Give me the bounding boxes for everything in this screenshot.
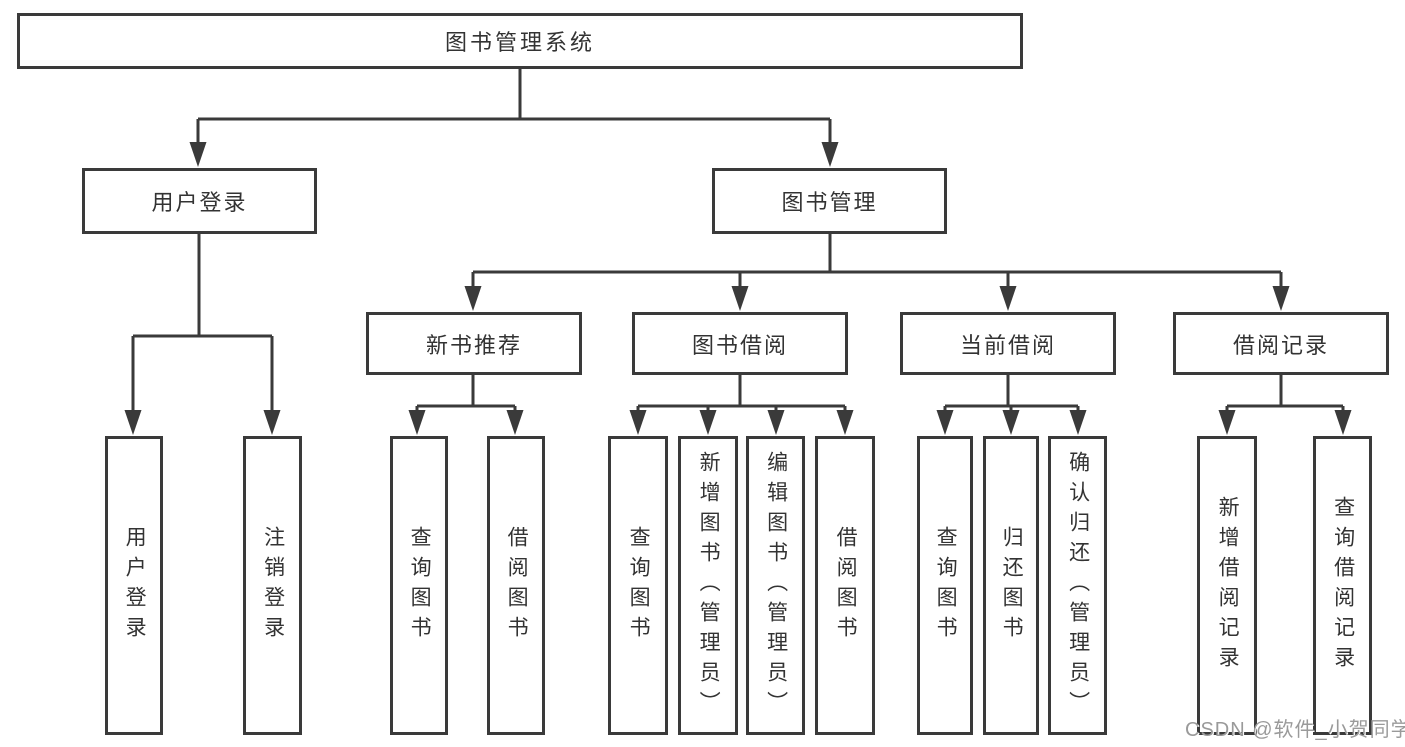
csdn-watermark: CSDN @软件_小贺同学: [1185, 719, 1405, 741]
node-label: 新增借阅记录: [1216, 495, 1240, 676]
leaf-query-books-current: 查询图书: [917, 436, 973, 735]
node-label: 新书推荐: [425, 332, 522, 358]
node-label: 当前借阅: [959, 332, 1056, 358]
node-label: 用户登录: [151, 190, 248, 215]
leaf-borrow-books: 借阅图书: [815, 436, 875, 735]
node-label: 图书借阅: [691, 332, 788, 358]
leaf-borrow-books-recommend: 借阅图书: [487, 436, 545, 735]
node-label: 借阅图书: [834, 525, 858, 646]
node-label: 编辑图书（管理员）: [764, 450, 788, 721]
node-borrowing-records: 借阅记录: [1173, 312, 1389, 375]
node-label: 确认归还（管理员）: [1066, 450, 1090, 721]
node-book-management: 图书管理: [712, 168, 947, 234]
node-book-borrowing: 图书借阅: [632, 312, 848, 375]
node-label: 图书管理: [781, 190, 878, 215]
leaf-user-login: 用户登录: [105, 436, 163, 735]
node-new-book-recommend: 新书推荐: [366, 312, 582, 375]
node-label: 查询借阅记录: [1331, 495, 1355, 676]
leaf-logout: 注销登录: [243, 436, 302, 735]
node-label: 归还图书: [1000, 525, 1024, 646]
node-label: 图书管理系统: [444, 30, 595, 55]
node-label: 用户登录: [123, 525, 147, 646]
node-label: 借阅记录: [1232, 332, 1329, 358]
leaf-query-books-recommend: 查询图书: [390, 436, 448, 735]
leaf-add-books-admin: 新增图书（管理员）: [678, 436, 738, 735]
node-current-borrowing: 当前借阅: [900, 312, 1116, 375]
leaf-query-books-borrowing: 查询图书: [608, 436, 668, 735]
leaf-edit-books-admin: 编辑图书（管理员）: [746, 436, 805, 735]
leaf-return-books: 归还图书: [983, 436, 1039, 735]
node-label: 查询图书: [627, 525, 651, 646]
node-library-management-system: 图书管理系统: [17, 13, 1023, 69]
node-label: 注销登录: [261, 525, 285, 646]
leaf-query-borrow-record: 查询借阅记录: [1313, 436, 1372, 735]
node-label: 查询图书: [934, 525, 958, 646]
node-label: 借阅图书: [505, 525, 529, 646]
leaf-add-borrow-record: 新增借阅记录: [1197, 436, 1257, 735]
leaf-confirm-return-admin: 确认归还（管理员）: [1048, 436, 1107, 735]
node-label: 查询图书: [408, 525, 432, 646]
node-user-login: 用户登录: [82, 168, 317, 234]
node-label: 新增图书（管理员）: [697, 450, 721, 721]
